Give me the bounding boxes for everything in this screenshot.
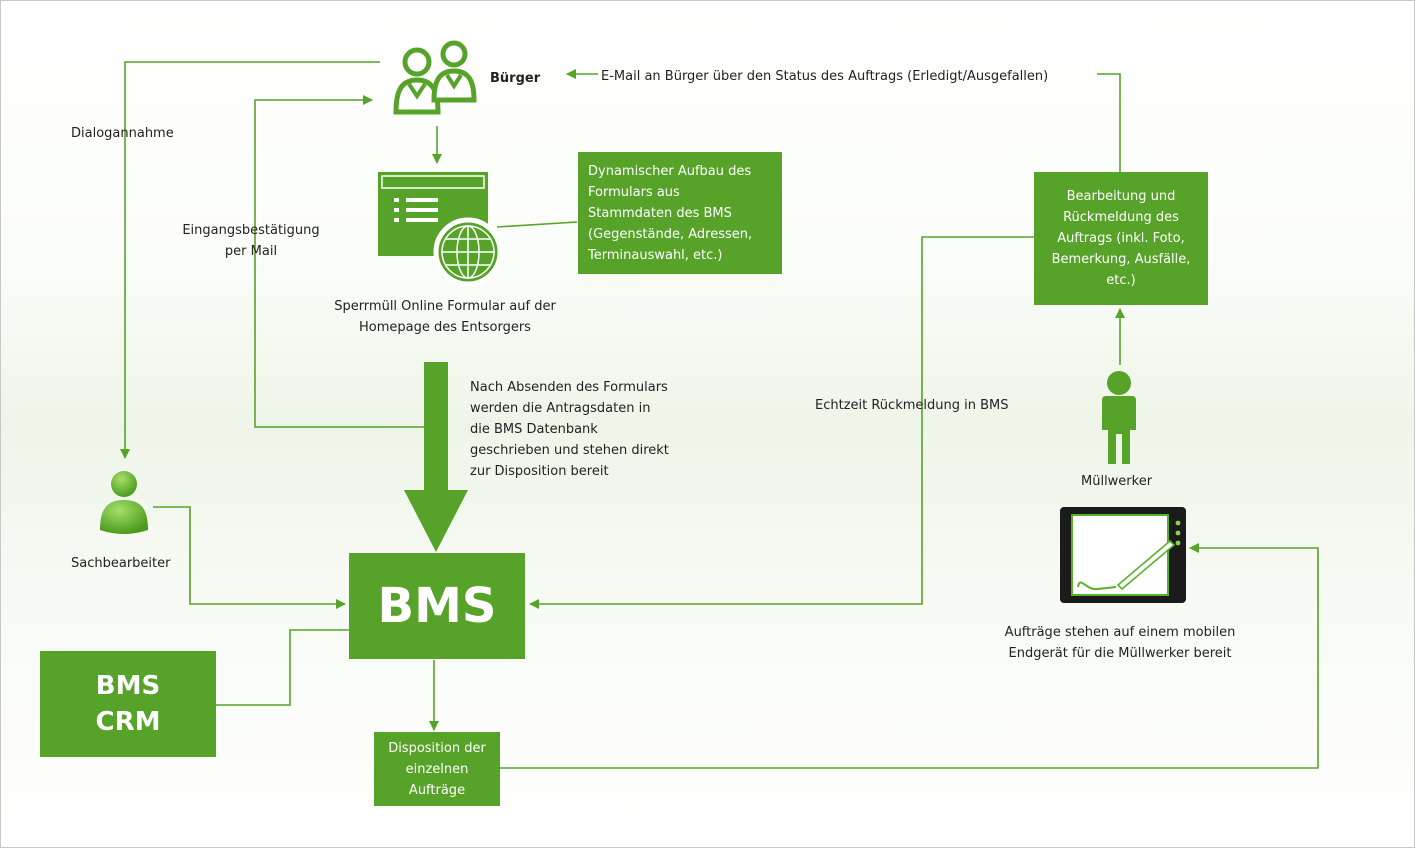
node-buerger: Bürger (490, 71, 541, 86)
two-users-icon (393, 40, 477, 115)
label-mobil: Aufträge stehen auf einem mobilen Endger… (1004, 625, 1236, 661)
connector-eingangsbestaetigung (254, 95, 424, 428)
connector-sachbearbeiter-bms (153, 506, 346, 609)
label-muellwerker: Müllwerker (1081, 474, 1153, 489)
connector-dialogannahme (120, 61, 380, 459)
worker-icon (1102, 371, 1136, 464)
label-absenden: Nach Absenden des Formulars werden die A… (470, 380, 669, 479)
connector-crm-bms (216, 629, 349, 706)
web-form-globe-icon (378, 172, 502, 287)
label-sachbearbeiter: Sachbearbeiter (71, 556, 171, 571)
disposition-box: Disposition der einzelnen Aufträge (374, 732, 500, 806)
connector-email-status (1097, 73, 1121, 172)
user-icon (100, 471, 148, 534)
tablet-pen-icon (1060, 507, 1186, 603)
connector-formular-info (496, 221, 578, 228)
email-status-label: E-Mail an Bürger über den Status des Auf… (601, 69, 1049, 84)
connector-disposition-tablet (500, 543, 1319, 769)
form-info-box: Dynamischer Aufbau des Formulars aus Sta… (578, 152, 782, 274)
bearbeitung-box: Bearbeitung und Rückmeldung des Auftrags… (1034, 172, 1208, 305)
connector-echtzeit (529, 236, 1034, 609)
label-eingangsbestaetigung: Eingangsbestätigung per Mail (182, 223, 320, 259)
big-arrow-to-bms (404, 362, 468, 552)
label-echtzeit: Echtzeit Rückmeldung in BMS (815, 398, 1009, 413)
label-formular: Sperrmüll Online Formular auf der Homepa… (334, 299, 556, 335)
bms-box: BMS (349, 553, 525, 659)
label-dialogannahme: Dialogannahme (71, 126, 174, 141)
bms-crm-box: BMS CRM (40, 651, 216, 757)
